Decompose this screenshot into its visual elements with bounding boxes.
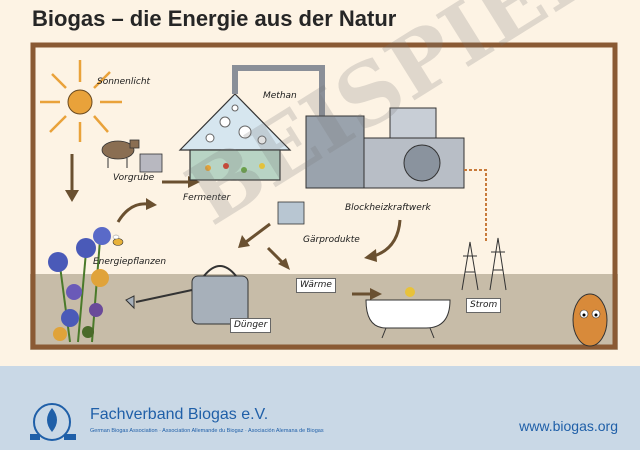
arrow-to-fermenter (245, 222, 271, 244)
label-gaerprodukte: Gärprodukte (303, 235, 360, 245)
arrow-head (364, 249, 377, 262)
chp-engine-icon (305, 107, 465, 189)
cow-icon (101, 139, 140, 168)
arrow-head (146, 198, 157, 210)
arrow-plants-to-fermenter (116, 202, 149, 223)
label-blockheizkraftwerk: Blockheizkraftwerk (345, 203, 431, 213)
sun-icon (40, 60, 122, 142)
label-waerme: Wärme (296, 278, 336, 293)
watering-can-icon (125, 265, 249, 325)
label-strom: Strom (466, 298, 502, 313)
label-duenger: Dünger (230, 318, 272, 333)
biogas-logo-icon (30, 403, 76, 441)
bathtub-icon (365, 287, 451, 339)
label-vorgrube: Vorgrube (113, 173, 155, 183)
arrow-head (238, 235, 250, 248)
label-methan: Methan (263, 91, 297, 101)
org-subtitle: German Biogas Association · Association … (90, 428, 324, 434)
arrow-head (278, 258, 290, 270)
biogas-cycle-diagram: Sonnenlicht Methan Vorgrube Fermenter Bl… (30, 42, 618, 350)
energy-plants-icon (48, 227, 111, 343)
footer: Fachverband Biogas e.V. German Biogas As… (0, 366, 640, 450)
label-sonnenlicht: Sonnenlicht (97, 77, 151, 87)
page-title: Biogas – die Energie aus der Natur (32, 6, 397, 31)
arrow-head (65, 190, 79, 202)
methane-pipe (232, 65, 325, 116)
label-fermenter: Fermenter (183, 193, 231, 203)
arrow-head (370, 288, 382, 300)
arrow-to-duenger (266, 246, 286, 266)
org-name: Fachverband Biogas e.V. (90, 406, 269, 423)
fermenter-icon (178, 93, 292, 181)
bee-icon (112, 234, 124, 246)
digestate-tank (277, 201, 305, 225)
potato-mascot-icon (572, 293, 608, 347)
pre-pit (139, 153, 163, 173)
website-link[interactable]: www.biogas.org (519, 418, 618, 434)
label-energiepflanzen: Energiepflanzen (93, 257, 167, 267)
power-cable (464, 169, 487, 242)
frame (30, 42, 618, 350)
pylon-icon (461, 237, 507, 291)
arrow-bhkw-to-waerme (373, 219, 402, 258)
